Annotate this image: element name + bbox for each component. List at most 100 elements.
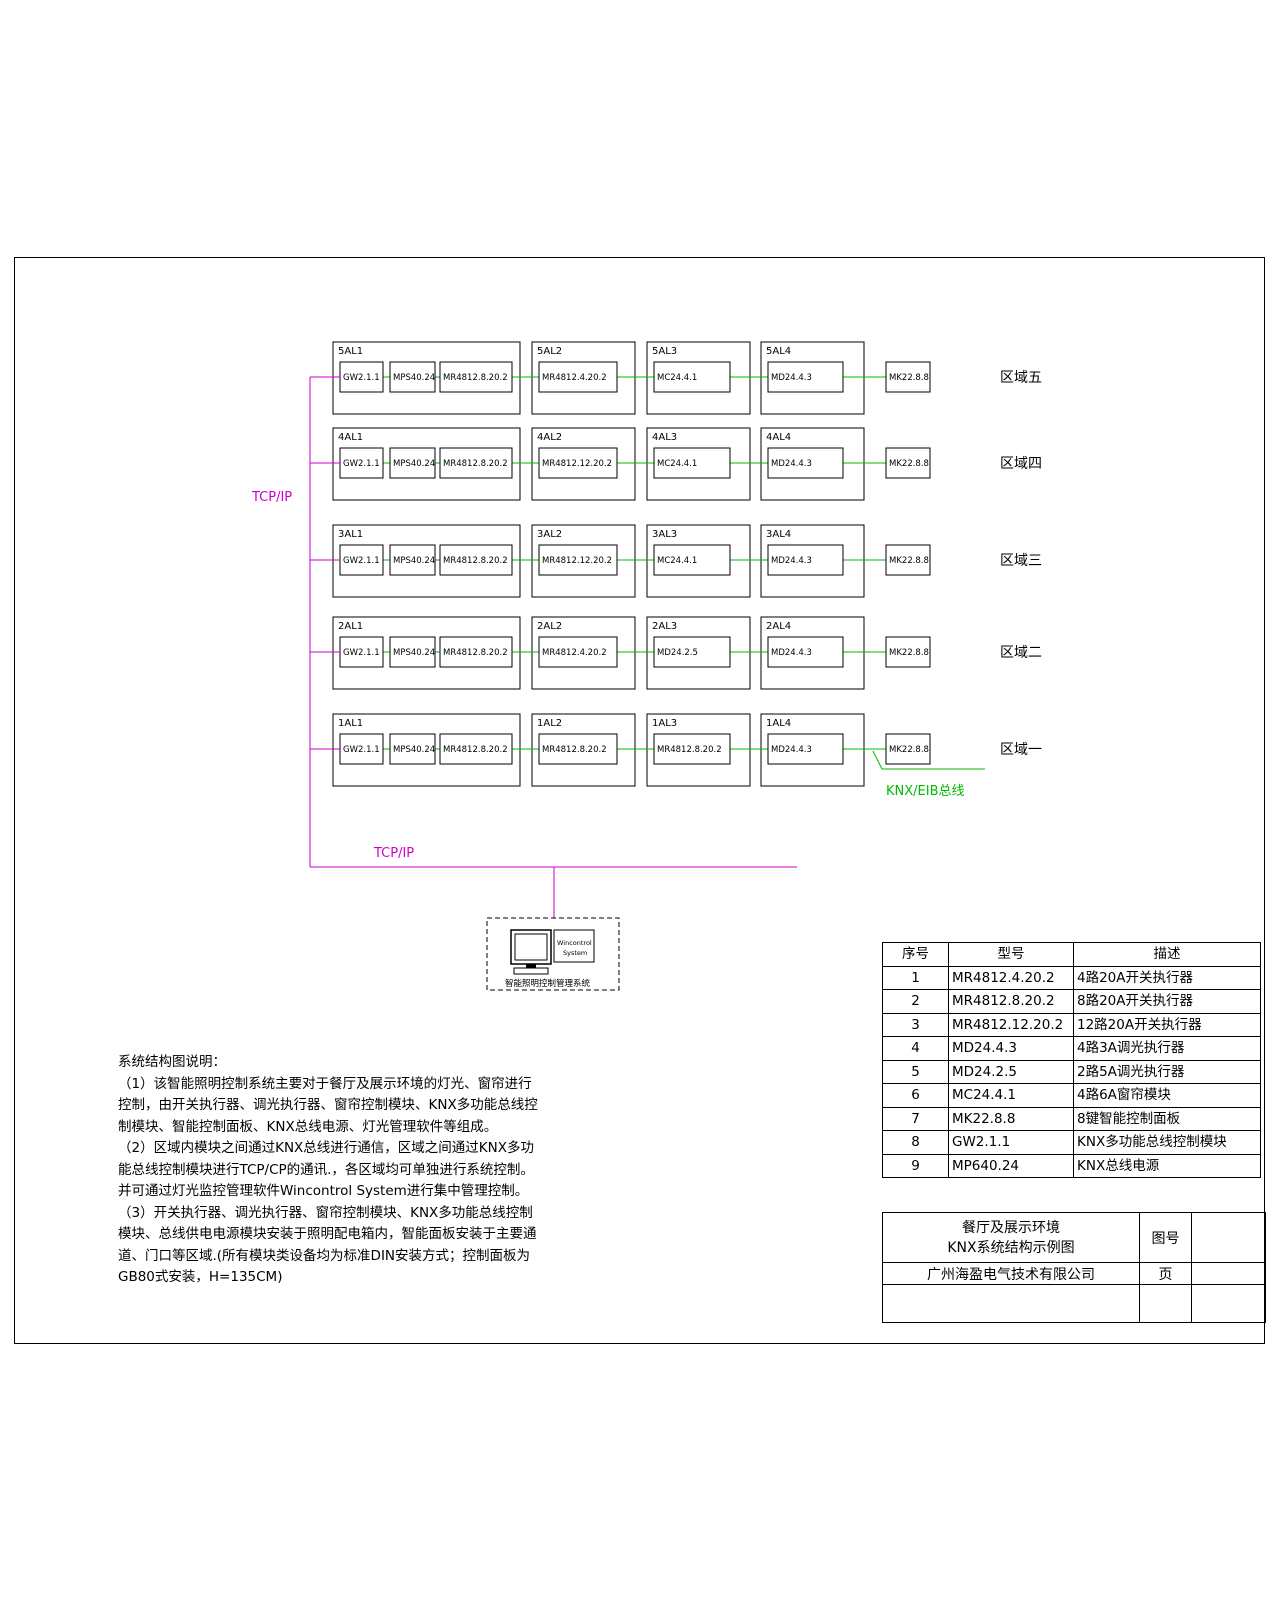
header-model: 型号 [948, 942, 1074, 967]
zone-name: 区域五 [1000, 370, 1042, 386]
panel-label: 2AL4 [766, 621, 791, 632]
note-line: 模块、总线供电电源模块安装于照明配电箱内，智能面板安装于主要通 [118, 1226, 537, 1242]
module-box [538, 447, 618, 479]
module-label: GW2.1.1 [343, 556, 380, 566]
module-box [653, 636, 731, 668]
module-box [767, 544, 844, 576]
drawing-frame [14, 257, 1265, 1344]
module-label: MR4812.8.20.2 [542, 745, 607, 755]
module-box [439, 733, 513, 765]
row-model: MR4812.4.20.2 [948, 965, 1074, 990]
module-box [653, 544, 731, 576]
row-index: 5 [882, 1059, 949, 1084]
module-label: MD24.4.3 [771, 648, 812, 658]
distribution-panel [531, 341, 636, 415]
module-label: MK22.8.8 [889, 459, 929, 469]
module-box [389, 544, 436, 576]
module-label: GW2.1.1 [343, 745, 380, 755]
zone-name: 区域三 [1000, 553, 1042, 569]
note-line: 能总线控制模块进行TCP/CP的通讯.，各区域均可单独进行系统控制。 [118, 1161, 534, 1178]
module-box [339, 361, 384, 393]
zone-name: 区域二 [1000, 645, 1042, 661]
module-label: MPS40.24 [393, 745, 435, 755]
module-label: MR4812.12.20.2 [542, 459, 612, 469]
row-index: 3 [882, 1012, 949, 1037]
module-box [538, 636, 618, 668]
module-box [885, 544, 931, 576]
row-description: 4路20A开关执行器 [1073, 965, 1261, 990]
page-value [1191, 1262, 1266, 1285]
row-index: 2 [882, 989, 949, 1014]
note-line: （3）开关执行器、调光执行器、窗帘控制模块、KNX多功能总线控制 [118, 1204, 533, 1221]
module-label: MR4812.8.20.2 [443, 745, 508, 755]
drawing-number-label: 图号 [1139, 1212, 1192, 1263]
row-model: MD24.2.5 [948, 1059, 1074, 1084]
distribution-panel [531, 616, 636, 690]
module-label: MR4812.8.20.2 [443, 459, 508, 469]
module-box [767, 636, 844, 668]
distribution-panel [646, 713, 751, 787]
distribution-panel [332, 713, 521, 787]
panel-label: 5AL4 [766, 346, 791, 357]
module-box [389, 447, 436, 479]
module-label: MD24.4.3 [771, 459, 812, 469]
row-model: MP640.24 [948, 1153, 1074, 1178]
row-model: GW2.1.1 [948, 1130, 1074, 1155]
module-box [339, 544, 384, 576]
row-description: 8路20A开关执行器 [1073, 989, 1261, 1014]
note-line: 并可通过灯光监控管理软件Wincontrol System进行集中管理控制。 [118, 1183, 529, 1199]
module-label: MR4812.4.20.2 [542, 373, 607, 383]
distribution-panel [531, 524, 636, 598]
row-description: 12路20A开关执行器 [1073, 1012, 1261, 1037]
module-box [439, 447, 513, 479]
drawing-title-line2: KNX系统结构示例图 [947, 1239, 1075, 1256]
distribution-panel [332, 427, 521, 501]
module-box [653, 733, 731, 765]
module-label: MC24.4.1 [657, 459, 697, 469]
row-index: 7 [882, 1106, 949, 1131]
note-line: 控制，由开关执行器、调光执行器、窗帘控制模块、KNX多功能总线控 [118, 1097, 538, 1113]
module-box [653, 447, 731, 479]
header-description: 描述 [1073, 942, 1261, 967]
panel-label: 3AL2 [537, 529, 562, 540]
module-box [885, 447, 931, 479]
panel-label: 1AL3 [652, 718, 677, 729]
module-box [439, 544, 513, 576]
distribution-panel [646, 427, 751, 501]
distribution-panel [760, 341, 865, 415]
row-model: MD24.4.3 [948, 1036, 1074, 1061]
panel-label: 4AL4 [766, 432, 791, 443]
computer-icon [510, 929, 552, 975]
module-label: MPS40.24 [393, 373, 435, 383]
network-layer [309, 376, 985, 918]
zone-name: 区域一 [1000, 742, 1042, 758]
header-index: 序号 [882, 942, 949, 967]
module-label: MR4812.8.20.2 [443, 648, 508, 658]
module-box [653, 361, 731, 393]
drawing-number-value [1191, 1212, 1266, 1263]
row-description: 4路6A窗帘模块 [1073, 1083, 1261, 1108]
company-name: 广州海盈电气技术有限公司 [882, 1262, 1140, 1285]
distribution-panel [531, 713, 636, 787]
page-label: 页 [1139, 1262, 1192, 1285]
panel-label: 1AL4 [766, 718, 791, 729]
module-box [767, 447, 844, 479]
note-line: 道、门口等区域.(所有模块类设备均为标准DIN安装方式；控制面板为 [118, 1247, 531, 1264]
blank-cell [1191, 1284, 1266, 1323]
panel-label: 3AL4 [766, 529, 791, 540]
panel-label: 4AL1 [338, 432, 363, 443]
module-label: MC24.4.1 [657, 556, 697, 566]
module-box [538, 361, 618, 393]
distribution-panel [760, 524, 865, 598]
row-description: 8键智能控制面板 [1073, 1106, 1261, 1131]
note-line: 制模块、智能控制面板、KNX总线电源、灯光管理软件等组成。 [118, 1118, 498, 1135]
module-label: MC24.4.1 [657, 373, 697, 383]
distribution-panel [646, 341, 751, 415]
row-index: 4 [882, 1036, 949, 1061]
